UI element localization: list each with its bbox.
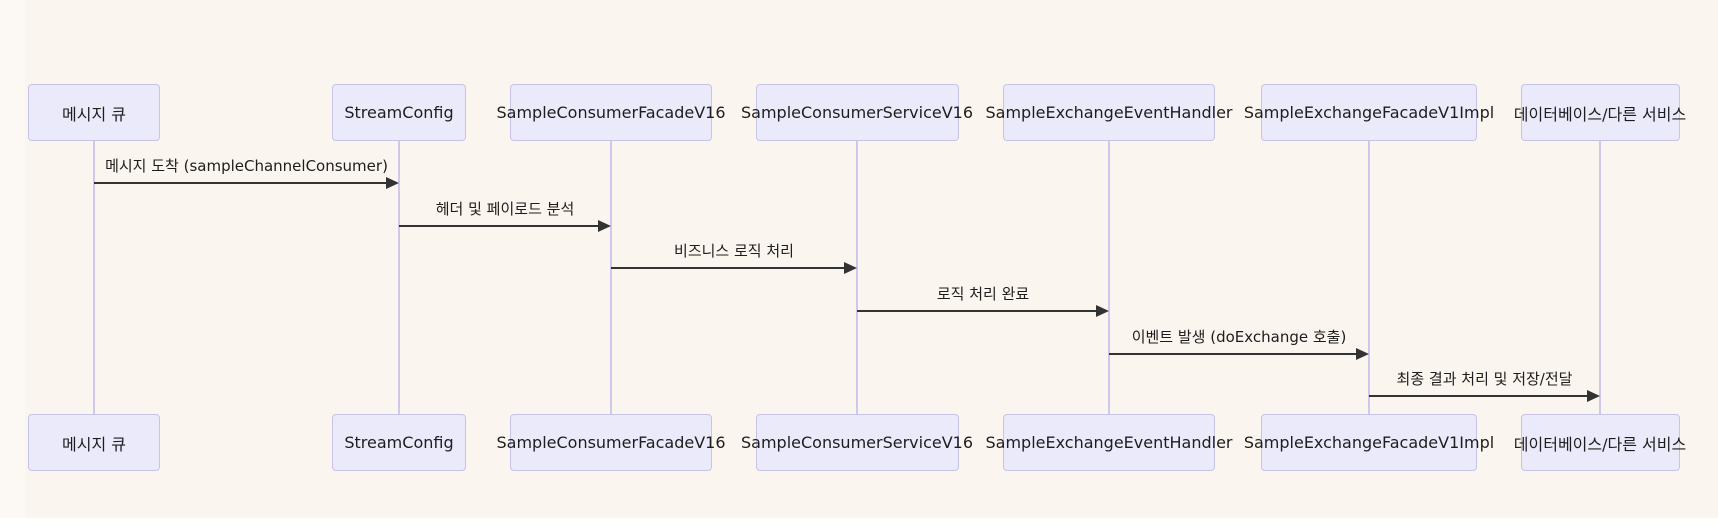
actor-label: SampleConsumerFacadeV16	[496, 103, 726, 122]
actor-label: 메시지 큐	[62, 434, 126, 454]
message-arrow-line	[857, 310, 1105, 312]
actor-label: 데이터베이스/다른 서비스	[1513, 104, 1687, 124]
arrowhead-icon	[1587, 390, 1600, 402]
actor-box-bottom: StreamConfig	[332, 414, 466, 471]
message-arrow-line	[94, 182, 395, 184]
actor-lifeline	[1368, 141, 1370, 414]
page-bottom-margin	[0, 518, 1718, 532]
actor-label: StreamConfig	[344, 103, 454, 122]
actor-box-top: SampleExchangeEventHandler	[986, 84, 1233, 141]
actor-lifeline	[610, 141, 612, 414]
arrowhead-icon	[844, 262, 857, 274]
actor-box-top: SampleConsumerFacadeV16	[496, 84, 726, 141]
actor-lifeline	[93, 141, 95, 414]
actor-box-top: StreamConfig	[332, 84, 466, 141]
actor-label: SampleExchangeFacadeV1Impl	[1243, 103, 1495, 122]
arrowhead-icon	[386, 177, 399, 189]
message-label: 메시지 도착 (sampleChannelConsumer)	[105, 157, 388, 175]
message-label: 이벤트 발생 (doExchange 호출)	[1131, 328, 1347, 346]
actor-box-top: SampleExchangeFacadeV1Impl	[1244, 84, 1494, 141]
actor-box-bottom: SampleConsumerServiceV16	[741, 414, 973, 471]
actor-label: StreamConfig	[344, 433, 454, 452]
actor-box-bottom: 메시지 큐	[28, 414, 160, 471]
actor-label: 데이터베이스/다른 서비스	[1513, 434, 1687, 454]
arrowhead-icon	[1096, 305, 1109, 317]
message-arrow-line	[1109, 353, 1365, 355]
actor-box-top: SampleConsumerServiceV16	[741, 84, 973, 141]
message-label: 헤더 및 페이로드 분석	[435, 200, 575, 218]
actor-box-top: 메시지 큐	[28, 84, 160, 141]
actor-lifeline	[398, 141, 400, 414]
actor-box-bottom: SampleExchangeEventHandler	[986, 414, 1233, 471]
page-left-margin	[0, 0, 25, 518]
actor-label: SampleExchangeEventHandler	[985, 433, 1233, 452]
message-label: 최종 결과 처리 및 저장/전달	[1396, 370, 1573, 388]
message-label: 로직 처리 완료	[936, 285, 1030, 303]
actor-lifeline	[856, 141, 858, 414]
arrowhead-icon	[598, 220, 611, 232]
actor-box-bottom: SampleExchangeFacadeV1Impl	[1244, 414, 1494, 471]
actor-box-top: 데이터베이스/다른 서비스	[1514, 84, 1686, 141]
actor-label: SampleExchangeFacadeV1Impl	[1243, 433, 1495, 452]
actor-lifeline	[1599, 141, 1601, 414]
actor-label: 메시지 큐	[62, 104, 126, 124]
message-arrow-line	[611, 267, 853, 269]
actor-label: SampleExchangeEventHandler	[985, 103, 1233, 122]
actor-lifeline	[1108, 141, 1110, 414]
actor-label: SampleConsumerServiceV16	[741, 103, 974, 122]
arrowhead-icon	[1356, 348, 1369, 360]
actor-label: SampleConsumerServiceV16	[741, 433, 974, 452]
actor-label: SampleConsumerFacadeV16	[496, 433, 726, 452]
message-label: 비즈니스 로직 처리	[674, 242, 794, 260]
message-arrow-line	[399, 225, 607, 227]
actor-box-bottom: SampleConsumerFacadeV16	[496, 414, 726, 471]
message-arrow-line	[1369, 395, 1596, 397]
actor-box-bottom: 데이터베이스/다른 서비스	[1514, 414, 1686, 471]
